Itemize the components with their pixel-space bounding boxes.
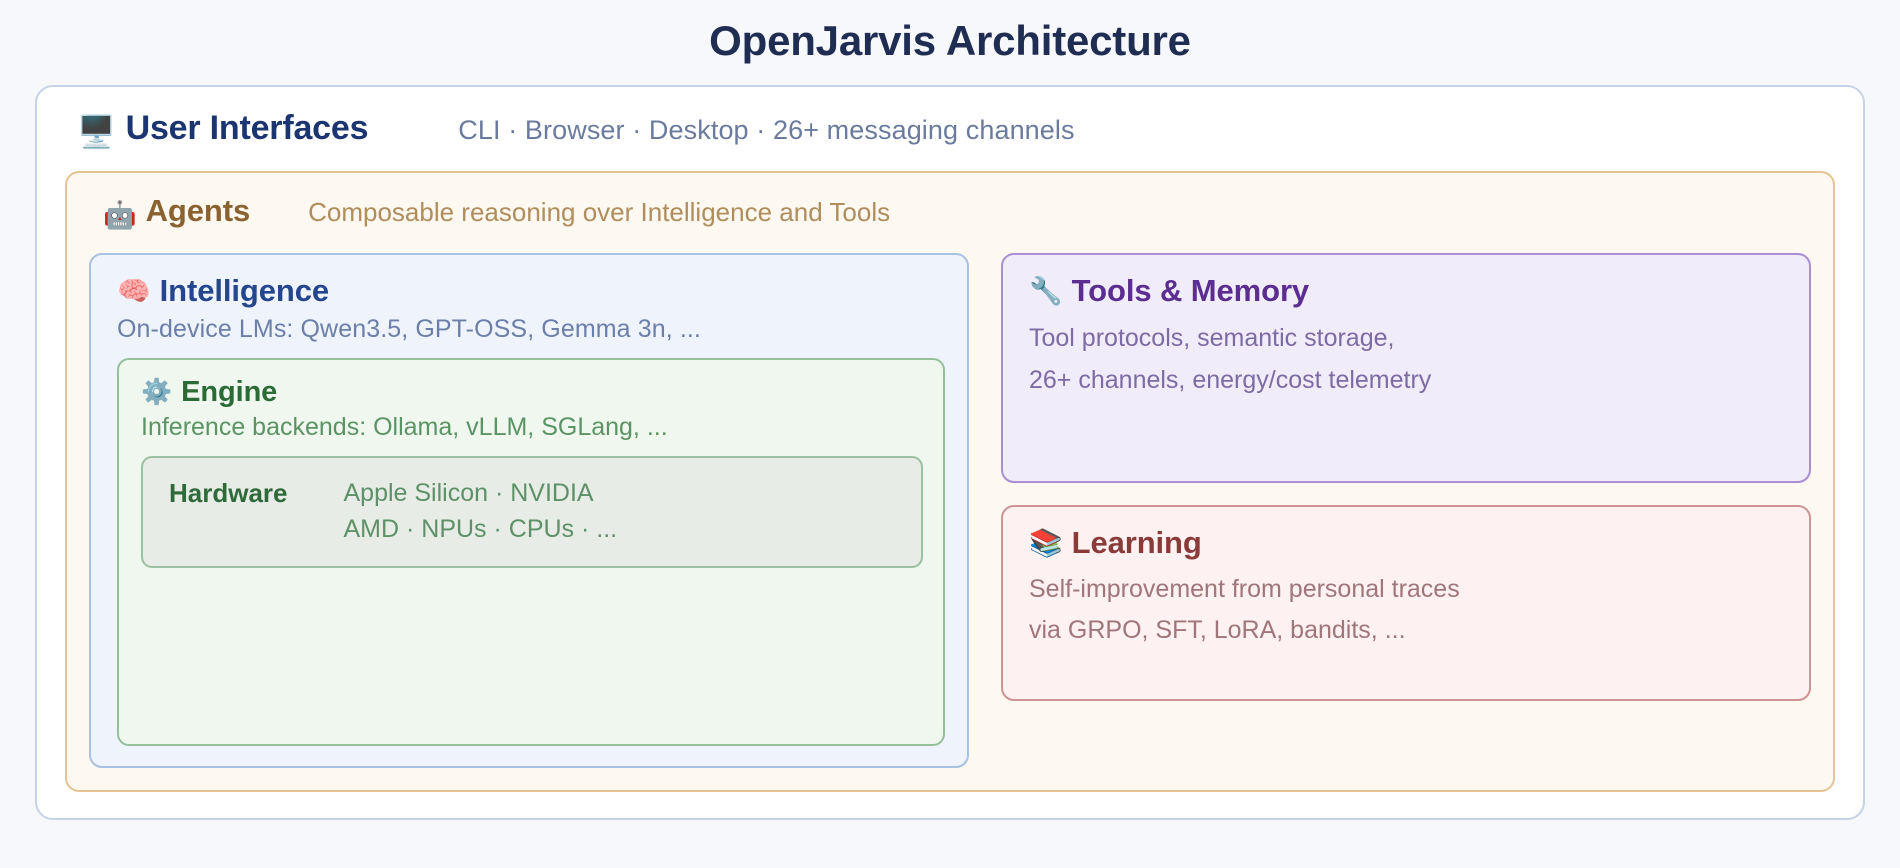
books-icon: 📚 (1029, 527, 1063, 558)
intelligence-header: 🧠 Intelligence (117, 273, 945, 309)
tools-memory-title: Tools & Memory (1071, 273, 1310, 309)
tools-memory-panel: 🔧 Tools & Memory Tool protocols, semanti… (1001, 253, 1811, 484)
left-column: 🧠 Intelligence On-device LMs: Qwen3.5, G… (89, 253, 969, 769)
learning-panel: 📚 Learning Self-improvement from persona… (1001, 505, 1811, 702)
brain-icon: 🧠 (117, 275, 151, 306)
architecture-outer-card: 🖥️ User Interfaces CLI · Browser · Deskt… (35, 85, 1865, 821)
learning-line-2: via GRPO, SFT, LoRA, bandits, ... (1029, 615, 1406, 644)
hardware-label: Hardware (169, 478, 288, 509)
engine-header: ⚙️ Engine (141, 376, 923, 409)
agents-columns: 🧠 Intelligence On-device LMs: Qwen3.5, G… (89, 253, 1811, 769)
learning-title: Learning (1071, 525, 1202, 561)
gear-icon: ⚙️ (141, 378, 173, 407)
robot-icon: 🤖 (103, 200, 137, 231)
tools-memory-line-1: Tool protocols, semantic storage, (1029, 324, 1395, 353)
user-interfaces-subtitle: CLI · Browser · Desktop · 26+ messaging … (458, 115, 1075, 146)
hardware-line-2: AMD · NPUs · CPUs · ... (343, 515, 618, 544)
user-interfaces-title: User Interfaces (125, 109, 369, 148)
engine-subtitle: Inference backends: Ollama, vLLM, SGLang… (141, 413, 668, 442)
tools-memory-line-2: 26+ channels, energy/cost telemetry (1029, 366, 1432, 395)
agents-header: 🤖 Agents Composable reasoning over Intel… (89, 193, 1811, 253)
intelligence-title: Intelligence (159, 273, 329, 309)
engine-panel: ⚙️ Engine Inference backends: Ollama, vL… (117, 358, 945, 747)
hardware-panel: Hardware Apple Silicon · NVIDIA AMD · NP… (141, 456, 923, 568)
agents-subtitle: Composable reasoning over Intelligence a… (308, 197, 891, 228)
learning-line-1: Self-improvement from personal traces (1029, 575, 1460, 604)
agents-title: Agents (145, 193, 251, 229)
hardware-line-1: Apple Silicon · NVIDIA (343, 479, 594, 508)
engine-title: Engine (181, 376, 278, 409)
hardware-lines: Apple Silicon · NVIDIA AMD · NPUs · CPUs… (344, 475, 618, 548)
desktop-computer-icon: 🖥️ (77, 114, 116, 150)
intelligence-panel: 🧠 Intelligence On-device LMs: Qwen3.5, G… (89, 253, 969, 769)
wrench-icon: 🔧 (1029, 275, 1063, 306)
right-column: 🔧 Tools & Memory Tool protocols, semanti… (1001, 253, 1811, 768)
tools-memory-header: 🔧 Tools & Memory (1029, 273, 1785, 309)
agents-panel: 🤖 Agents Composable reasoning over Intel… (65, 171, 1835, 793)
intelligence-subtitle: On-device LMs: Qwen3.5, GPT-OSS, Gemma 3… (117, 315, 701, 344)
page-title: OpenJarvis Architecture (709, 17, 1191, 64)
user-interfaces-section: 🖥️ User Interfaces CLI · Browser · Deskt… (65, 109, 1835, 171)
learning-header: 📚 Learning (1029, 525, 1785, 561)
